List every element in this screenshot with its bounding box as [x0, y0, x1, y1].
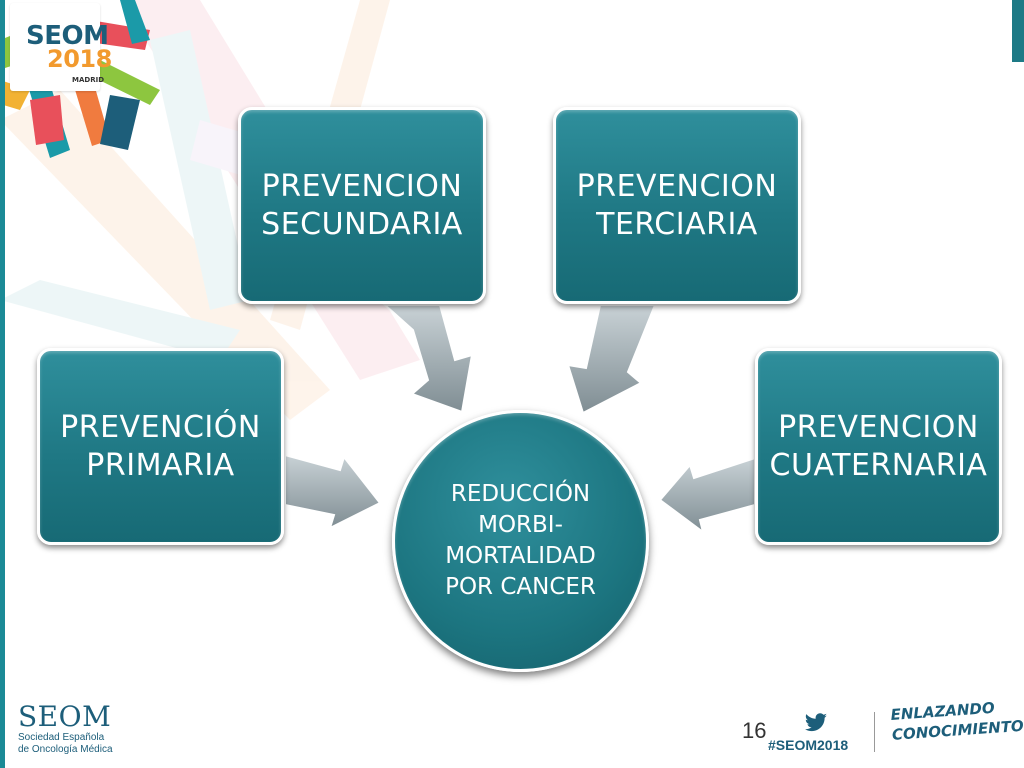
footer-society-line1: Sociedad Española	[18, 732, 105, 743]
box-primaria-line1: PREVENCIÓN	[60, 410, 261, 445]
box-terciaria-line1: PREVENCION	[576, 169, 778, 204]
box-secundaria-line2: SECUNDARIA	[261, 206, 463, 242]
center-line4: POR CANCER	[445, 574, 596, 601]
center-line3: MORTALIDAD	[445, 543, 596, 569]
slide-number: 16	[742, 718, 767, 743]
box-primaria-line2: PRIMARIA	[86, 447, 235, 483]
footer-divider	[874, 712, 875, 752]
footer-hashtag: #SEOM2018	[768, 737, 849, 753]
box-prevencion-secundaria: PREVENCION SECUNDARIA	[238, 107, 486, 304]
center-line2: MORBI-	[478, 511, 563, 538]
logo-seom-text: SEOM	[26, 21, 109, 51]
footer-society-name: Sociedad Española de Oncología Médica	[18, 732, 113, 755]
center-line1: REDUCCIÓN	[450, 480, 591, 507]
box-secundaria-line1: PREVENCION	[261, 169, 463, 204]
logo-year-text: 2018	[47, 45, 112, 73]
box-cuaternaria-line2: CUATERNARIA	[769, 447, 988, 483]
arrow-from-primaria	[284, 453, 382, 530]
twitter-bird-icon	[804, 713, 827, 732]
arrow-from-secundaria	[382, 304, 474, 414]
seom-2018-logo: SEOM 2018 MADRID	[10, 3, 112, 91]
box-prevencion-cuaternaria: PREVENCION CUATERNARIA	[755, 348, 1002, 545]
logo-city-text: MADRID	[72, 76, 104, 84]
box-prevencion-terciaria: PREVENCION TERCIARIA	[553, 107, 801, 304]
box-cuaternaria-line1: PREVENCION	[778, 410, 979, 445]
box-prevencion-primaria: PREVENCIÓN PRIMARIA	[37, 348, 284, 545]
center-circle-reduccion: REDUCCIÓN MORBI- MORTALIDAD POR CANCER	[392, 410, 649, 672]
box-terciaria-line2: TERCIARIA	[596, 206, 758, 242]
footer-seom-logo: SEOM	[18, 700, 112, 733]
footer-society-line2: de Oncología Médica	[18, 743, 113, 755]
arrow-from-terciaria	[566, 304, 657, 415]
arrow-from-cuaternaria	[658, 456, 756, 535]
